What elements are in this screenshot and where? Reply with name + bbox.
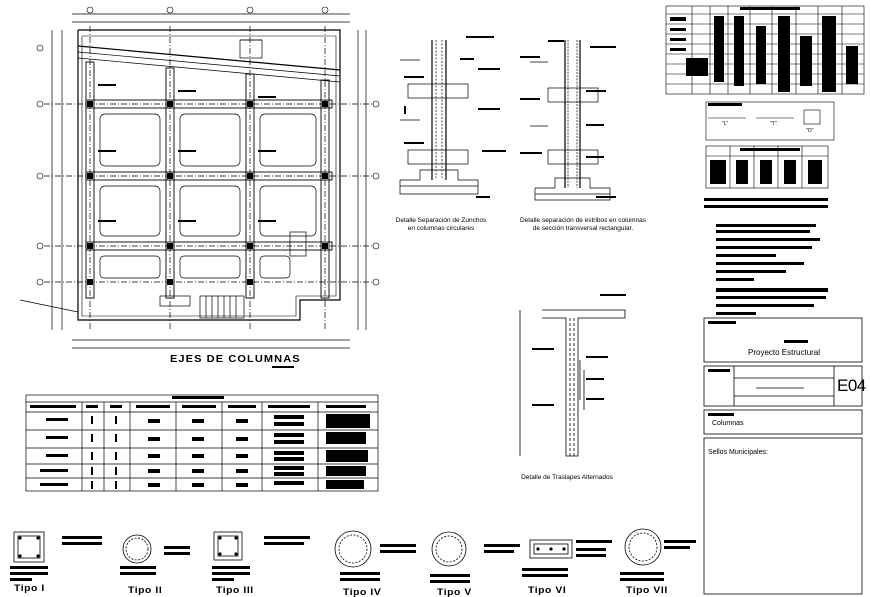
project-name: Proyecto Estructural: [748, 348, 821, 357]
shape-label-o: "O": [806, 128, 814, 134]
detail-zunchos-caption-line2: en columnas circulares: [407, 225, 475, 232]
column-type-label-6: Tipo VI: [528, 585, 567, 595]
title-block-marks: [708, 321, 808, 416]
column-axes-plan: [19, 13, 372, 349]
column-type-label-3: Tipo III: [216, 585, 254, 595]
column-dots: [87, 84, 328, 285]
detail-estribos-caption-line2: de sección transversal rectangular.: [532, 225, 634, 232]
column-type-label-2: Tipo II: [128, 585, 163, 595]
plan-title: EJES DE COLUMNAS: [170, 354, 301, 365]
column-type-rebar: [10, 536, 696, 583]
stirrup-shapes-legend: [705, 101, 835, 141]
detail-zunchos-caption-line1: Detalle Separación de Zunchos: [395, 217, 487, 224]
schedule-cell-marks: [30, 396, 370, 489]
detail-estribos-caption: Detalle separación de estribos en column…: [508, 217, 658, 233]
axis-markers: [36, 6, 380, 286]
column-schedule-table: [25, 394, 379, 492]
column-type-label-4: Tipo IV: [343, 587, 382, 597]
detail-zunchos: [399, 40, 479, 195]
plan-title-underline: [272, 366, 294, 368]
detail-estribos-caption-line1: Detalle separación de estribos en column…: [519, 217, 647, 224]
shapes-legend-header: [708, 103, 742, 106]
rebar-table-marks: [670, 7, 858, 92]
shape-label-t: "T": [770, 121, 777, 127]
stamps-label: Sellos Municipales:: [708, 449, 768, 456]
detail-traslapes: [519, 309, 626, 457]
sheet-name: Columnas: [712, 420, 744, 427]
column-type-label-7: Tipo VII: [626, 585, 668, 595]
bar-count-marks: [710, 148, 822, 184]
detail-estribos-marks: [520, 40, 616, 198]
detail-estribos: [530, 40, 611, 201]
column-type-label-1: Tipo I: [14, 583, 45, 593]
title-block: [703, 317, 863, 595]
detail-zunchos-marks: [404, 36, 506, 198]
detail-traslapes-marks: [532, 294, 626, 406]
detail-zunchos-caption: Detalle Separación de Zunchos en columna…: [386, 217, 496, 233]
bar-count-table: [705, 145, 829, 189]
column-type-sections: [13, 528, 662, 568]
detail-traslapes-caption: Detalle de Traslapes Alternados: [521, 474, 613, 481]
shape-label-l: "L": [722, 121, 729, 127]
general-notes: [704, 198, 828, 315]
sheet-number: E04: [837, 376, 866, 395]
column-type-label-5: Tipo V: [437, 587, 472, 597]
